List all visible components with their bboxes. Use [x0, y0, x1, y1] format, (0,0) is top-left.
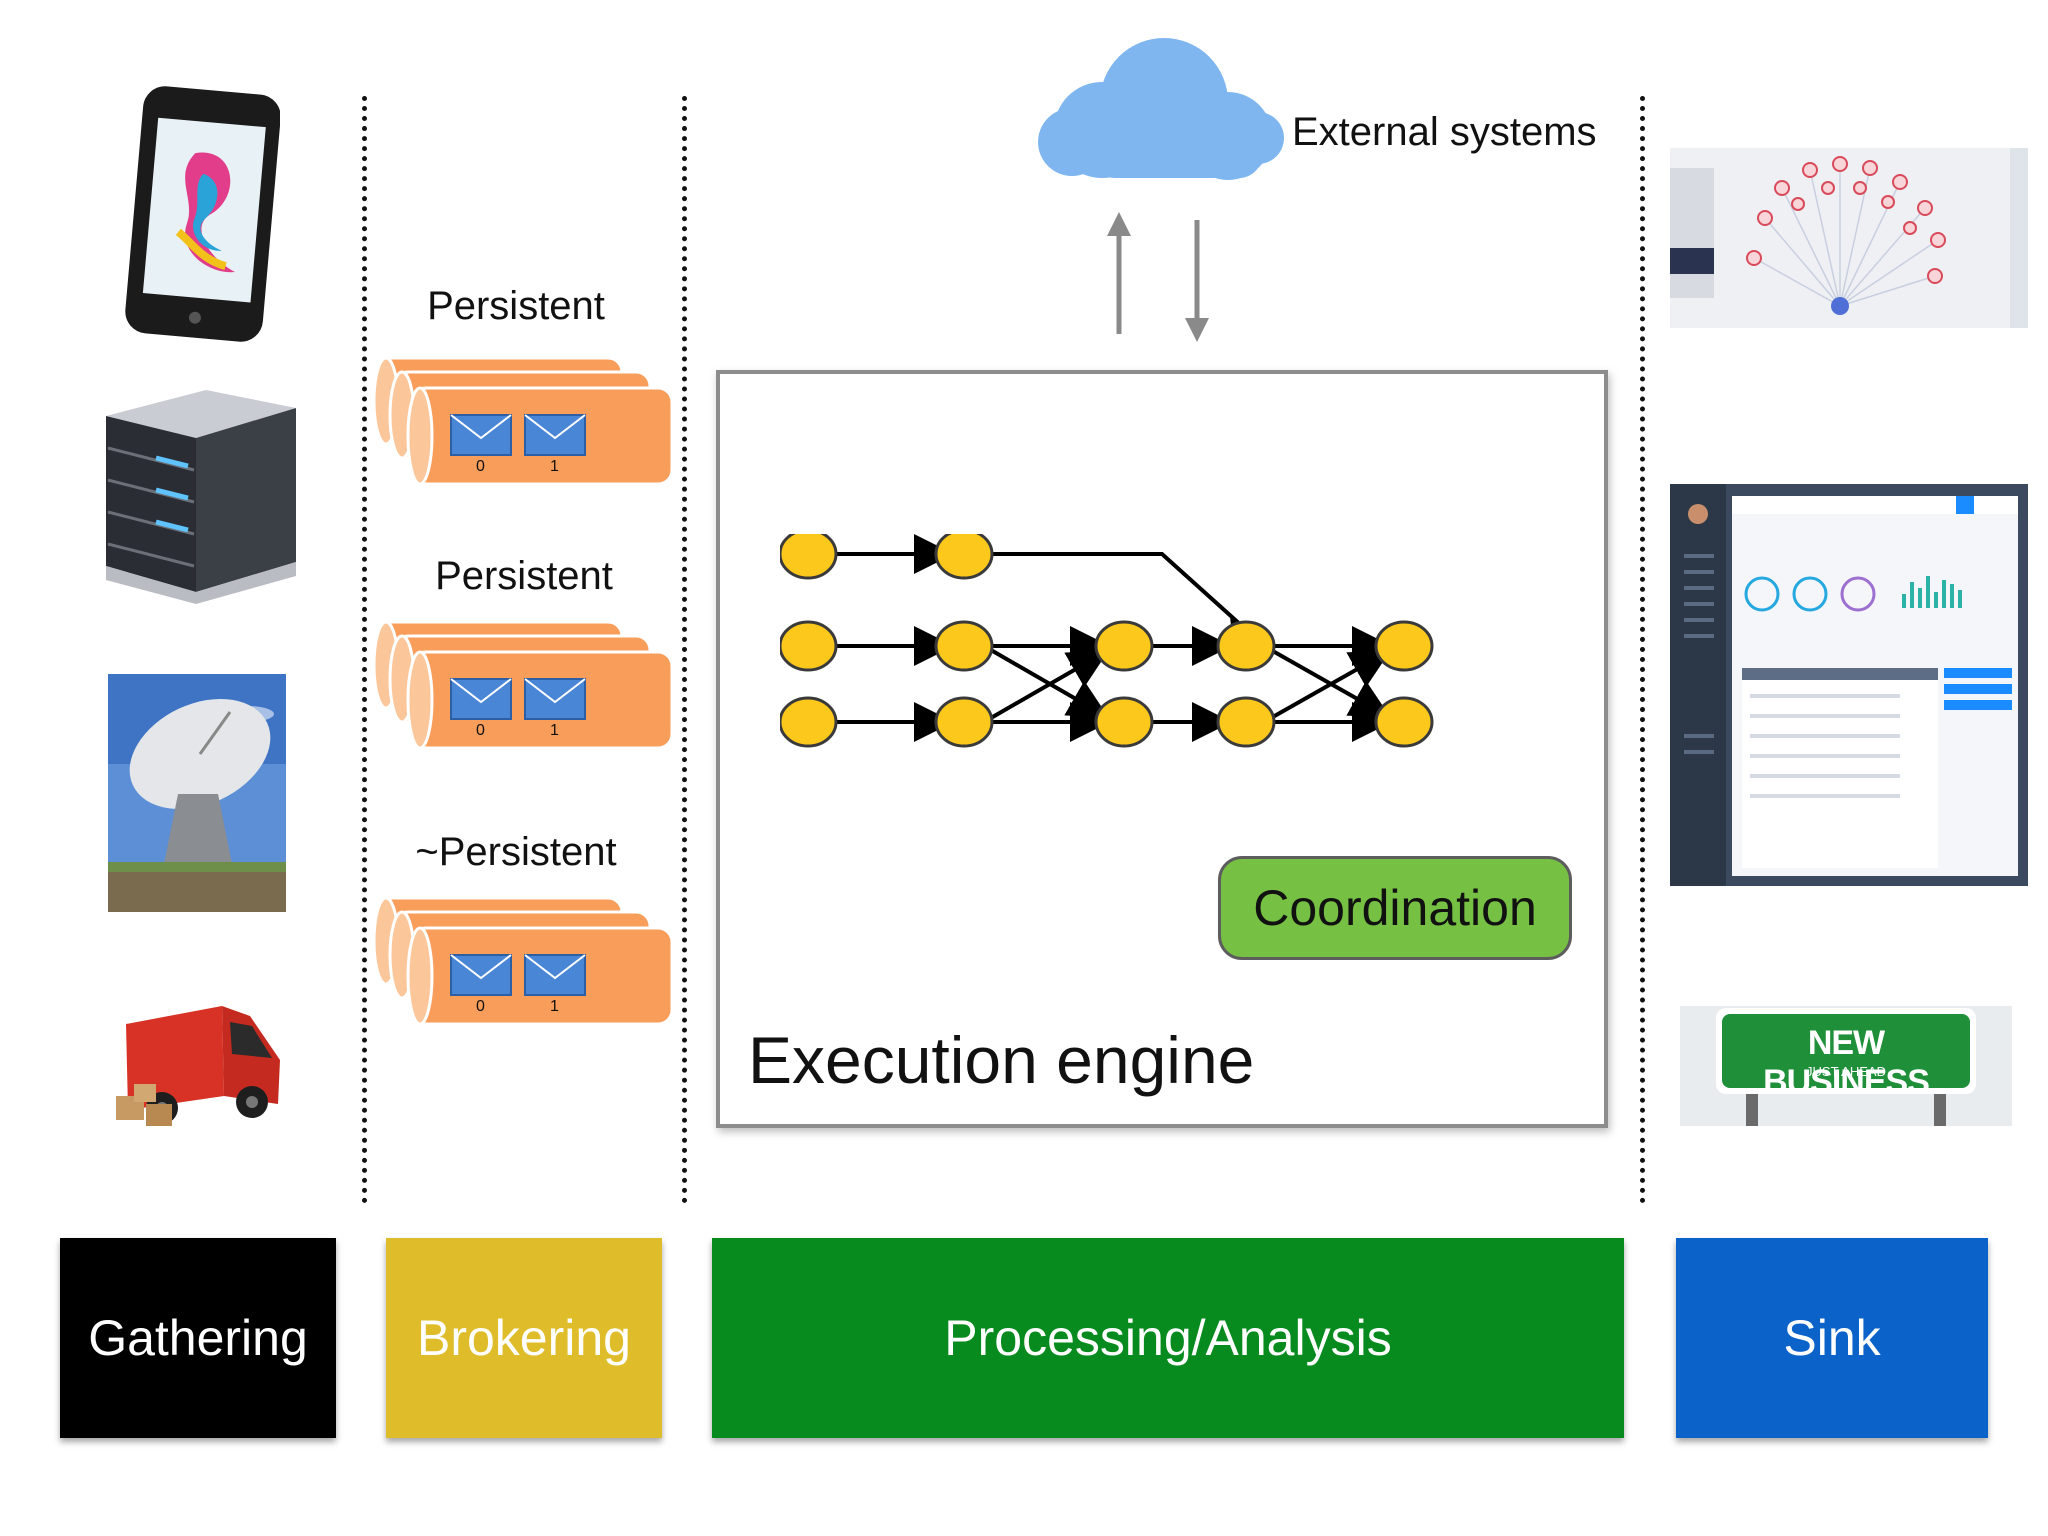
execution-engine-label: Execution engine — [748, 1023, 1255, 1097]
message-queue-3: 0 1 — [372, 896, 676, 1030]
dag-graph — [778, 528, 1580, 794]
road-sign-icon: NEW BUSINESS JUST AHEAD — [1680, 1006, 2012, 1126]
stage-sink: Sink — [1676, 1238, 1988, 1438]
road-sign-subtitle: JUST AHEAD — [1806, 1064, 1886, 1079]
message-index: 1 — [550, 458, 559, 475]
message-index: 1 — [550, 998, 559, 1015]
server-icon — [96, 386, 308, 606]
delivery-van-icon — [112, 1000, 288, 1134]
message-index: 0 — [476, 722, 485, 739]
external-systems-label: External systems — [1292, 110, 1597, 154]
dashboard-icon — [1670, 484, 2028, 886]
envelope-icon — [524, 678, 586, 725]
envelope-icon — [450, 414, 512, 461]
envelope-icon — [524, 414, 586, 461]
envelope-icon — [450, 954, 512, 1001]
message-queue-1: 0 1 — [372, 356, 676, 490]
smartphone-icon — [120, 84, 281, 344]
message-index: 0 — [476, 998, 485, 1015]
satellite-dish-icon — [108, 674, 286, 912]
arrow-up-icon — [1104, 210, 1134, 336]
stage-brokering: Brokering — [386, 1238, 662, 1438]
divider-gathering-brokering — [362, 96, 367, 1204]
divider-processing-sink — [1640, 96, 1645, 1204]
message-queue-2: 0 1 — [372, 620, 676, 754]
message-index: 1 — [550, 722, 559, 739]
stage-gathering: Gathering — [60, 1238, 336, 1438]
envelope-icon — [450, 678, 512, 725]
queue-label-3: ~Persistent — [415, 830, 617, 874]
coordination-box: Coordination — [1218, 856, 1572, 960]
queue-label-2: Persistent — [435, 554, 613, 598]
execution-engine-box: Coordination Execution engine — [716, 370, 1608, 1128]
network-graph-icon — [1670, 148, 2028, 328]
arrow-down-icon — [1182, 218, 1212, 344]
queue-label-1: Persistent — [427, 284, 605, 328]
divider-brokering-processing — [682, 96, 687, 1204]
road-sign-title: NEW BUSINESS — [1763, 1024, 1930, 1101]
message-index: 0 — [476, 458, 485, 475]
envelope-icon — [524, 954, 586, 1001]
cloud-icon — [1032, 36, 1284, 184]
stage-processing-analysis: Processing/Analysis — [712, 1238, 1624, 1438]
